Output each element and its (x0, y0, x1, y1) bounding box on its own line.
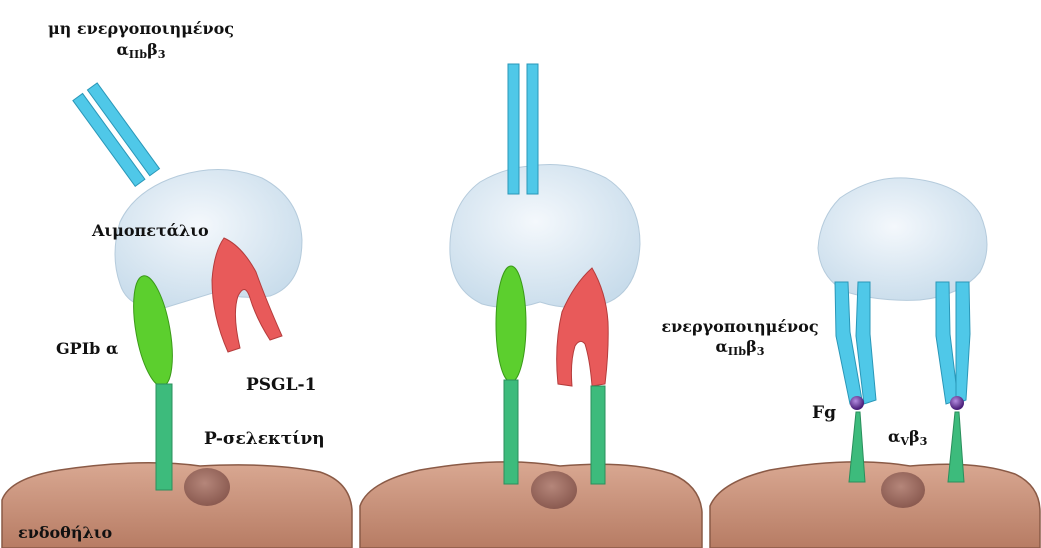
active-integrin-label: ενεργοποιημένος αIIbβ3 (636, 318, 844, 358)
fibrinogen (950, 396, 964, 410)
platelet-label: Αιμοπετάλιο (92, 222, 209, 240)
p-selectin-label: P-σελεκτίνη (204, 430, 325, 450)
psgl1-label: PSGL-1 (246, 376, 316, 396)
p-selectin (591, 386, 605, 484)
endothelial-cell (360, 462, 702, 548)
cell-nucleus (531, 471, 577, 509)
platelet (450, 165, 640, 308)
active-integrin-label-line1: ενεργοποιημένος (636, 318, 844, 336)
alpha-subscript: IIb (728, 344, 746, 358)
gpib-stalk (504, 380, 518, 484)
inactive-integrin-label-line2: αIIbβ3 (30, 41, 252, 61)
beta-subscript: 3 (757, 344, 765, 358)
endothelial-cell (710, 462, 1040, 548)
avb3-integrin (948, 412, 964, 482)
alpha-subscript: IIb (129, 47, 147, 61)
alpha-subscript: V (900, 434, 909, 448)
fibrinogen (850, 396, 864, 410)
panel-tethering (360, 64, 702, 548)
avb3-integrin (849, 412, 865, 482)
beta-symbol: β (909, 427, 920, 446)
beta-subscript: 3 (158, 47, 166, 61)
inactive-integrin (73, 83, 160, 186)
alpha-symbol: α (116, 40, 128, 59)
alpha-symbol: α (715, 337, 727, 356)
endothelium-label: ενδοθήλιο (18, 524, 112, 542)
inactive-integrin-label-line1: μη ενεργοποιημένος (30, 20, 252, 38)
activated-integrin-right (936, 282, 970, 404)
panel-activated (710, 178, 1040, 548)
gpib-stalk (156, 384, 172, 490)
fibrinogen-label: Fg (812, 404, 836, 424)
cell-nucleus (184, 468, 230, 506)
inactive-integrin-label: μη ενεργοποιημένος αIIbβ3 (30, 20, 252, 61)
beta-symbol: β (147, 40, 158, 59)
active-integrin-label-line2: αIIbβ3 (636, 338, 844, 358)
beta-symbol: β (746, 337, 757, 356)
gpib-alpha (496, 266, 526, 382)
beta-subscript: 3 (920, 434, 928, 448)
cell-nucleus (881, 472, 925, 508)
alpha-symbol: α (888, 427, 900, 446)
avb3-label: αVβ3 (888, 428, 927, 448)
panel-resting (2, 83, 352, 548)
gpib-alpha-label: GPIb α (56, 340, 118, 358)
